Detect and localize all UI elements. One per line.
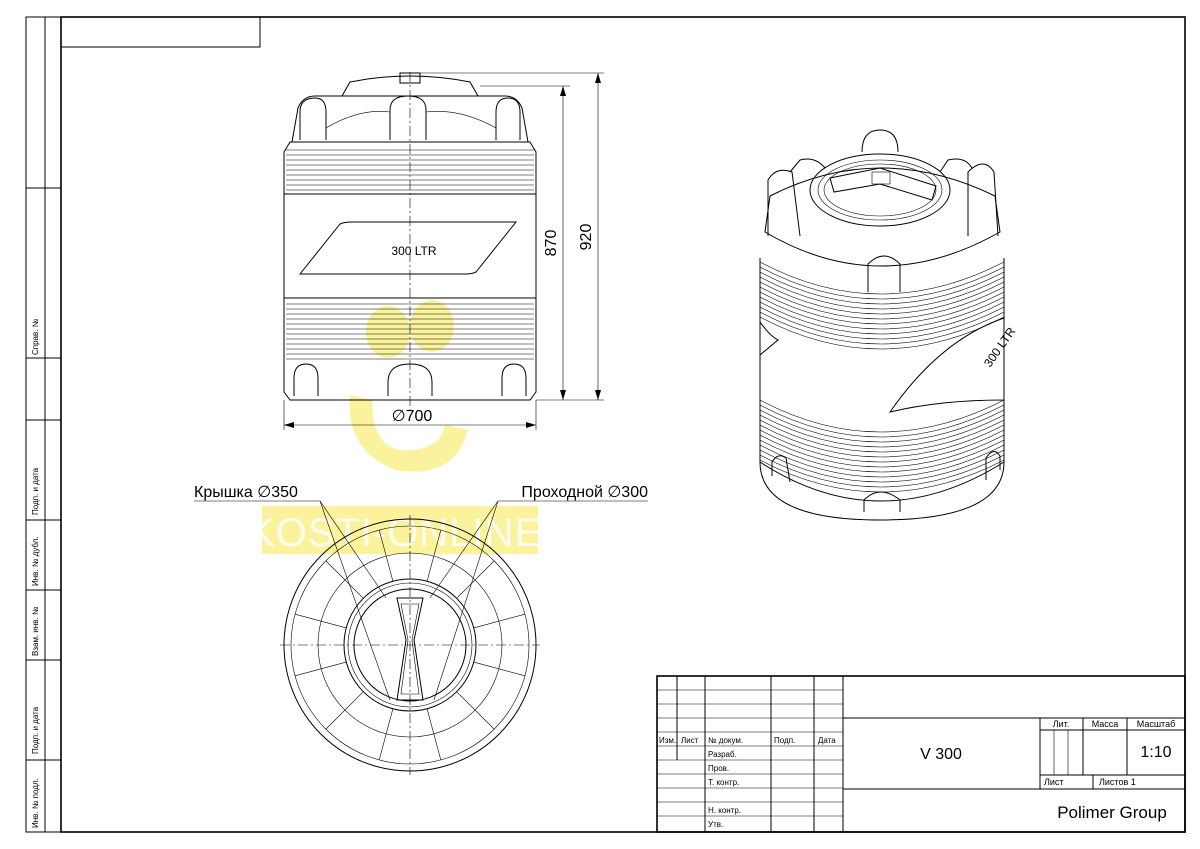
iso-rib-curve	[759, 316, 1005, 350]
top-radial-rib	[473, 661, 526, 677]
tb-header-sheet: Лист	[681, 736, 699, 745]
iso-rib-curve	[759, 276, 1005, 310]
front-label: 300 LTR	[391, 244, 436, 258]
iso-rib-curve	[759, 399, 1005, 433]
iso-rib-curve	[759, 424, 1005, 458]
top-radial-rib	[294, 661, 347, 677]
tb-header-rev: Изм.	[659, 736, 676, 745]
front-view: 300 LTR	[283, 72, 537, 412]
top-radial-rib	[456, 691, 495, 730]
stamp-dup-inv: Инв. № дубл.	[31, 536, 40, 586]
iso-rib-curve	[759, 429, 1005, 463]
stamp-ref-no: Справ. №	[31, 318, 40, 355]
iso-rib-curve	[759, 439, 1005, 473]
tb-col-lit: Лит.	[1053, 719, 1070, 729]
watermark-text: EMKOSTI-ONLINE.RU	[186, 511, 614, 555]
iso-rib-curve	[759, 261, 1005, 295]
top-view: Крышка ∅350 Проходной ∅300	[194, 484, 648, 775]
iso-rib-curve	[759, 296, 1005, 330]
dim-height-870: 870	[543, 230, 560, 257]
iso-rib-curve	[759, 311, 1005, 345]
iso-rib-curve	[759, 404, 1005, 438]
passage-diameter-label: Проходной ∅300	[521, 484, 648, 501]
front-dimensions: ∅700 870 920	[283, 72, 604, 430]
iso-rib-curve	[759, 419, 1005, 453]
iso-rib-curve	[759, 281, 1005, 315]
stamp-sign-date-2: Подп. и дата	[31, 706, 40, 754]
iso-rib-curve	[759, 301, 1005, 335]
iso-rib-curve	[759, 409, 1005, 443]
tb-sheet: Лист	[1044, 777, 1064, 787]
stamp-orig-inv: Инв. № подл.	[31, 778, 40, 828]
top-radial-rib	[426, 529, 442, 582]
iso-rib-curve	[759, 271, 1005, 305]
stamp-sign-date-1: Подп. и дата	[31, 467, 40, 515]
iso-rib-curve	[759, 266, 1005, 300]
tb-designation: V 300	[920, 746, 962, 763]
tb-role-checked: Пров.	[708, 764, 729, 773]
tb-header-date: Дата	[818, 736, 836, 745]
tb-scale-value: 1:10	[1140, 744, 1171, 761]
sheet-frame	[25, 16, 1186, 833]
tb-col-mass: Масса	[1092, 719, 1119, 729]
tb-role-tech-control: Т. контр.	[708, 778, 739, 787]
top-radial-rib	[473, 613, 526, 629]
tb-company: Polimer Group	[1057, 803, 1167, 822]
tb-header-doc: № докум.	[708, 736, 743, 745]
tb-role-norm-control: Н. контр.	[708, 806, 741, 815]
tb-col-scale: Масштаб	[1137, 719, 1176, 729]
tb-role-approved: Утв.	[708, 820, 723, 829]
top-radial-rib	[456, 560, 495, 599]
lid-diameter-label: Крышка ∅350	[194, 484, 298, 501]
watermark-logo: EMKOSTI-ONLINE.RU	[186, 300, 614, 555]
iso-rib-curve	[759, 291, 1005, 325]
dim-height-920: 920	[578, 224, 595, 251]
iso-rib-curve	[759, 449, 1005, 483]
top-radial-rib	[426, 708, 442, 761]
title-block: Изм. Лист № докум. Подп. Дата Разраб. Пр…	[656, 675, 1186, 833]
iso-view: 300 LTR	[759, 129, 1019, 521]
top-radial-rib	[325, 560, 364, 599]
iso-label: 300 LTR	[981, 324, 1019, 369]
iso-rib-curve	[759, 286, 1005, 320]
iso-rib-curve	[759, 306, 1005, 340]
iso-rib-curve	[759, 444, 1005, 478]
top-radial-rib	[294, 613, 347, 629]
tb-role-developer: Разраб.	[708, 750, 737, 759]
side-stamp-labels: Справ. № Подп. и дата Инв. № дубл. Взам.…	[31, 318, 40, 828]
iso-rib-curve	[759, 434, 1005, 468]
tb-sheets-total: Листов 1	[1099, 777, 1136, 787]
iso-rib-curve	[759, 414, 1005, 448]
iso-rib-curve	[759, 454, 1005, 488]
dim-diameter-700: ∅700	[392, 408, 433, 425]
stamp-replace-inv: Взам. инв. №	[31, 606, 40, 656]
tb-header-sign: Подп.	[774, 736, 795, 745]
top-radial-rib	[325, 691, 364, 730]
top-radial-rib	[378, 708, 394, 761]
top-radial-rib	[378, 529, 394, 582]
